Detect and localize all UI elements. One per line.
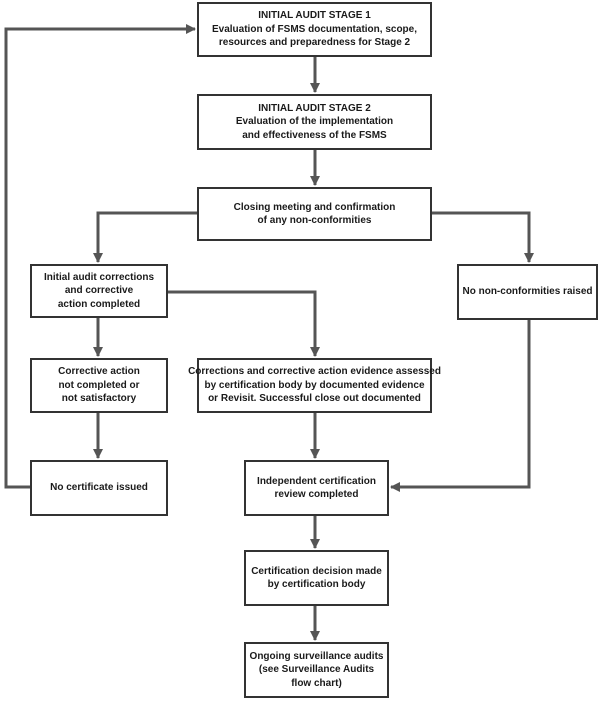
arrow-no-nc-to-review: [390, 320, 531, 492]
node-line: flow chart): [291, 677, 342, 689]
node-independent-certification-review: Independent certification review complet…: [244, 460, 389, 516]
node-line: Certification decision made: [251, 565, 382, 577]
arrow-corrections-to-evidence: [168, 290, 320, 357]
node-line: INITIAL AUDIT STAGE 1: [258, 10, 371, 22]
node-line: Initial audit corrections: [43, 271, 155, 283]
node-no-non-conformities: No non-conformities raised: [457, 264, 598, 320]
node-line: of any non-conformities: [257, 215, 372, 226]
node-line: not completed or: [58, 379, 140, 391]
node-line: INITIAL AUDIT STAGE 2: [258, 102, 371, 114]
node-initial-audit-corrections: Initial audit corrections and corrective…: [30, 264, 168, 318]
node-ongoing-surveillance-audits: Ongoing surveillance audits (see Surveil…: [244, 642, 389, 698]
node-line: Corrective action: [58, 366, 140, 378]
node-initial-audit-stage-1: INITIAL AUDIT STAGE 1 Evaluation of FSMS…: [197, 2, 432, 57]
node-corrective-action-not-completed: Corrective action not completed or not s…: [30, 358, 168, 413]
node-line: and effectiveness of the FSMS: [242, 129, 387, 141]
node-line: Corrections and corrective action eviden…: [188, 366, 441, 378]
node-line: action completed: [57, 298, 141, 310]
node-line: Evaluation of FSMS documentation, scope,: [211, 23, 418, 35]
node-line: not satisfactory: [61, 393, 137, 405]
node-line: Independent certification: [257, 475, 376, 487]
arrow-closing-to-no-nc: [432, 211, 534, 263]
node-line: Ongoing surveillance audits: [249, 650, 384, 662]
node-closing-meeting: Closing meeting and confirmation of any …: [197, 187, 432, 241]
arrow-closing-to-corrections: [93, 211, 197, 263]
arrow-no-certificate-to-stage1: [4, 24, 196, 489]
node-evidence-assessed: Corrections and corrective action eviden…: [188, 358, 441, 413]
node-line: or Revisit. Successful close out documen…: [208, 393, 421, 405]
node-line: (see Surveillance Audits: [258, 664, 375, 676]
node-line: review completed: [274, 489, 359, 500]
node-line: No non-conformities raised: [462, 286, 593, 298]
node-line: Closing meeting and confirmation: [233, 201, 396, 213]
node-line: resources and preparedness for Stage 2: [218, 37, 411, 49]
node-certification-decision: Certification decision made by certifica…: [244, 550, 389, 606]
node-line: Evaluation of the implementation: [235, 116, 394, 128]
node-no-certificate-issued: No certificate issued: [30, 460, 168, 516]
node-line: and corrective: [64, 285, 134, 297]
node-line: No certificate issued: [50, 482, 148, 494]
node-line: by certification body by documented evid…: [204, 379, 425, 391]
node-initial-audit-stage-2: INITIAL AUDIT STAGE 2 Evaluation of the …: [197, 94, 432, 150]
node-line: by certification body: [267, 579, 366, 590]
